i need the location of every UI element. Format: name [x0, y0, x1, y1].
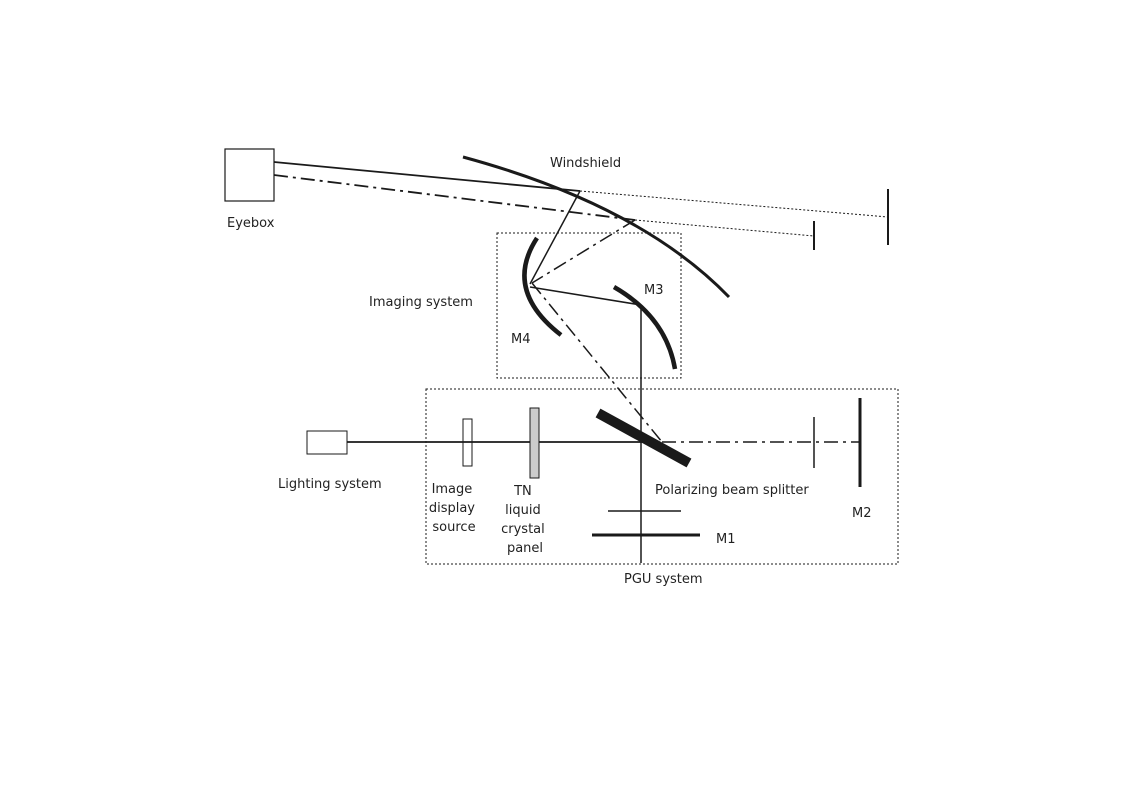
ray-windshield-to-m4 — [529, 190, 581, 285]
windshield-curve — [462, 155, 731, 299]
label-windshield: Windshield — [550, 156, 621, 171]
mirror-m3 — [612, 285, 678, 370]
ray-m4-to-m3 — [529, 286, 642, 306]
label-m2: M2 — [852, 506, 872, 521]
label-image-display-source: Image display source — [429, 482, 479, 535]
label-eyebox: Eyebox — [227, 216, 275, 231]
label-m1: M1 — [716, 532, 736, 547]
label-m4: M4 — [511, 332, 531, 347]
pgu-system-box — [425, 388, 899, 565]
tn-liquid-crystal-panel-plate — [529, 407, 540, 479]
label-tn-liquid-crystal-panel: TN liquid crystal panel — [501, 484, 549, 556]
dashdot-ray-m4-splitter — [531, 282, 663, 443]
dashdot-ray-windshield-m4 — [531, 219, 636, 284]
label-imaging-system: Imaging system — [369, 295, 473, 310]
dashdot-ray-eyebox — [273, 174, 636, 221]
lighting-system-box — [306, 430, 348, 455]
mirror-m4 — [522, 236, 563, 337]
polarizing-beam-splitter-plate — [595, 408, 692, 468]
label-pgu-system: PGU system — [624, 572, 703, 587]
label-m3: M3 — [644, 283, 664, 298]
imaging-system-box — [496, 232, 682, 379]
label-polarizing-beam-splitter: Polarizing beam splitter — [655, 483, 809, 498]
label-lighting-system: Lighting system — [278, 477, 382, 492]
image-display-source-plate — [462, 418, 473, 467]
virtual-ray-far — [579, 190, 889, 218]
virtual-ray-near — [634, 219, 815, 237]
ray-eyebox-to-windshield — [273, 161, 581, 192]
eyebox-box — [224, 148, 275, 202]
